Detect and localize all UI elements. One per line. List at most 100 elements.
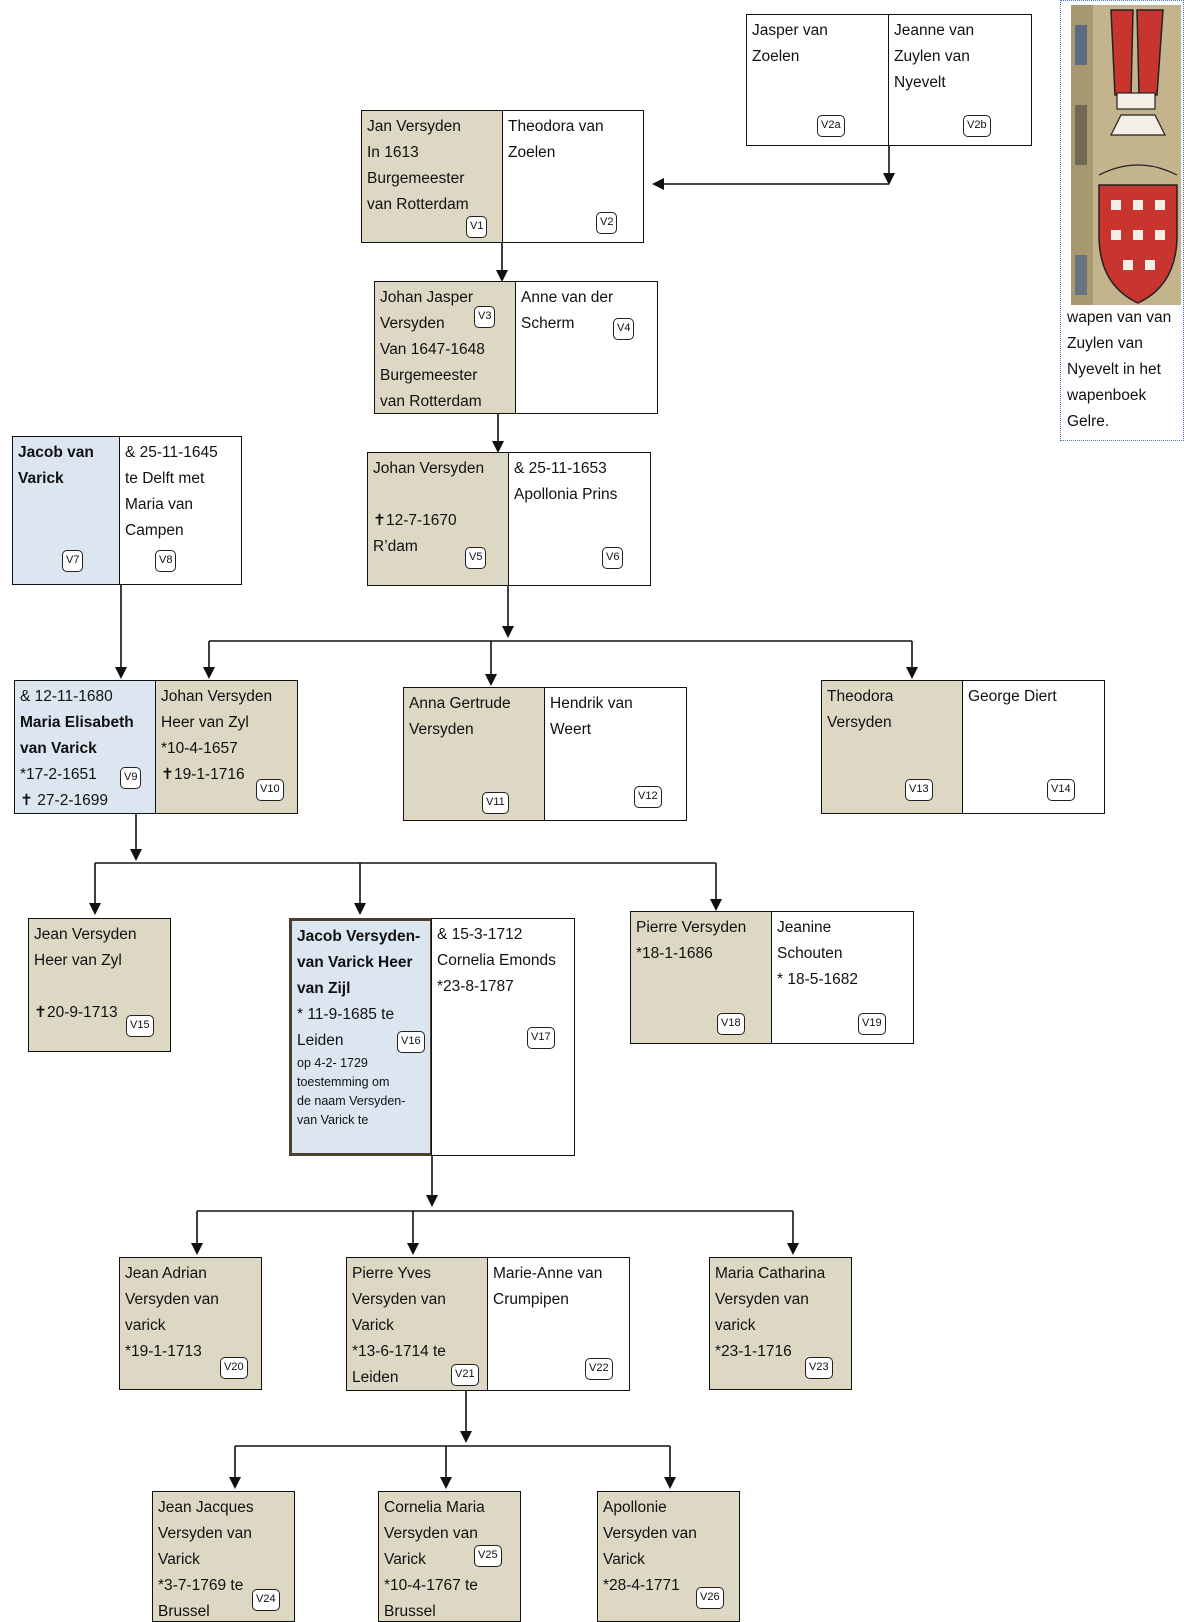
person-text-line: van Varick te xyxy=(297,1113,369,1127)
person-text-line: Versyden van xyxy=(352,1291,446,1308)
person-text-line: Varick xyxy=(384,1551,426,1568)
person-text-line: Anna Gertrude xyxy=(409,695,511,712)
person-text-line: Versyden van xyxy=(158,1525,252,1542)
person-text-line: Versyden van xyxy=(384,1525,478,1542)
tag-v20: V20 xyxy=(220,1357,248,1379)
person-text-line: Jeanne van xyxy=(894,22,975,39)
person-text-line: Zuylen van xyxy=(894,48,970,65)
person-text-line: Versyden van xyxy=(125,1291,219,1308)
person-text-line: Jean Jacques xyxy=(158,1499,254,1516)
person-text-line: Leiden xyxy=(352,1369,399,1386)
tag-v21: V21 xyxy=(451,1364,479,1386)
person-text-line: * 18-5-1682 xyxy=(777,971,859,988)
tag-v15: V15 xyxy=(126,1015,154,1037)
tag-v6: V6 xyxy=(602,547,624,569)
person-text-line: Johan Versyden xyxy=(161,688,273,705)
person-text-line: Jan Versyden xyxy=(367,118,461,135)
person-text-line: *23-1-1716 xyxy=(715,1343,792,1360)
person-text-line: Versyden xyxy=(827,714,892,731)
person-text-line: In 1613 xyxy=(367,144,419,161)
tag-v13: V13 xyxy=(905,779,933,801)
tag-v11: V11 xyxy=(482,792,509,814)
tag-v16: V16 xyxy=(397,1031,425,1053)
tag-v22: V22 xyxy=(585,1358,613,1380)
person-text-line: Burgemeester xyxy=(380,367,478,384)
person-text-line: Varick xyxy=(18,470,64,487)
person-text-line: *17-2-1651 xyxy=(20,766,97,783)
caption-line: wapenboek xyxy=(1067,387,1147,404)
tag-v3: V3 xyxy=(474,306,496,328)
tag-v26: V26 xyxy=(696,1587,724,1609)
person-text-line: & 15-3-1712 xyxy=(437,926,523,943)
person-text-line: Leiden xyxy=(297,1032,344,1049)
person-text-line: *10-4-1657 xyxy=(161,740,238,757)
person-text-line: Johan Versyden xyxy=(373,460,485,477)
person-text-line: *19-1-1713 xyxy=(125,1343,202,1360)
person-text-line: Apollonie xyxy=(603,1499,667,1516)
person-text-line: Heer van Zyl xyxy=(34,952,122,969)
person-text-line: Maria Catharina xyxy=(715,1265,826,1282)
person-text-line: Johan Jasper xyxy=(380,289,474,306)
tag-v8: V8 xyxy=(155,550,177,572)
person-text-line: *10-4-1767 te xyxy=(384,1577,478,1594)
tag-v9: V9 xyxy=(120,767,142,789)
person-text-line: R’dam xyxy=(373,538,418,555)
person-text-line: varick xyxy=(125,1317,166,1334)
person-text-line: *23-8-1787 xyxy=(437,978,514,995)
tag-v19: V19 xyxy=(858,1013,886,1035)
person-text-line xyxy=(373,482,504,508)
person-text-line: *18-1-1686 xyxy=(636,945,713,962)
person-text-line: & 12-11-1680 xyxy=(20,688,113,705)
person-text-line: George Diert xyxy=(968,688,1057,705)
person-text-line: ✝ 27-2-1699 xyxy=(20,792,108,809)
person-text-line: Weert xyxy=(550,721,592,738)
person-text-line: Maria van xyxy=(125,496,194,513)
person-text-line: Maria Elisabeth xyxy=(20,714,134,731)
person-text-line: *28-4-1771 xyxy=(603,1577,680,1594)
person-text-line: Pierre Yves xyxy=(352,1265,431,1282)
person-text-line: Anne van der xyxy=(521,289,614,306)
caption-line: wapen van van xyxy=(1067,309,1172,326)
person-text-line: Cornelia Emonds xyxy=(437,952,556,969)
person-text-line: Zoelen xyxy=(752,48,800,65)
person-text-line: van Rotterdam xyxy=(367,196,469,213)
person-text-line: toestemming om xyxy=(297,1075,390,1089)
person-text-line: Hendrik van xyxy=(550,695,633,712)
person-text-line: Nyevelt xyxy=(894,74,946,91)
tag-v17: V17 xyxy=(527,1027,555,1049)
person-text-line: Versyden van xyxy=(603,1525,697,1542)
person-text-line: Crumpipen xyxy=(493,1291,569,1308)
person-text-line: Varick xyxy=(603,1551,645,1568)
tag-v10: V10 xyxy=(256,779,284,801)
person-text-line: * 11-9-1685 te xyxy=(297,1006,395,1023)
person-text-line: Jacob Versyden- xyxy=(297,928,421,945)
tag-v7: V7 xyxy=(62,550,84,572)
person-text-line: Apollonia Prins xyxy=(514,486,618,503)
person-text-line: Versyden xyxy=(380,315,445,332)
person-text-line xyxy=(34,974,165,1000)
person-text-line: *13-6-1714 te xyxy=(352,1343,446,1360)
person-text-line: Marie-Anne van xyxy=(493,1265,603,1282)
tag-v2b: V2b xyxy=(963,115,991,137)
